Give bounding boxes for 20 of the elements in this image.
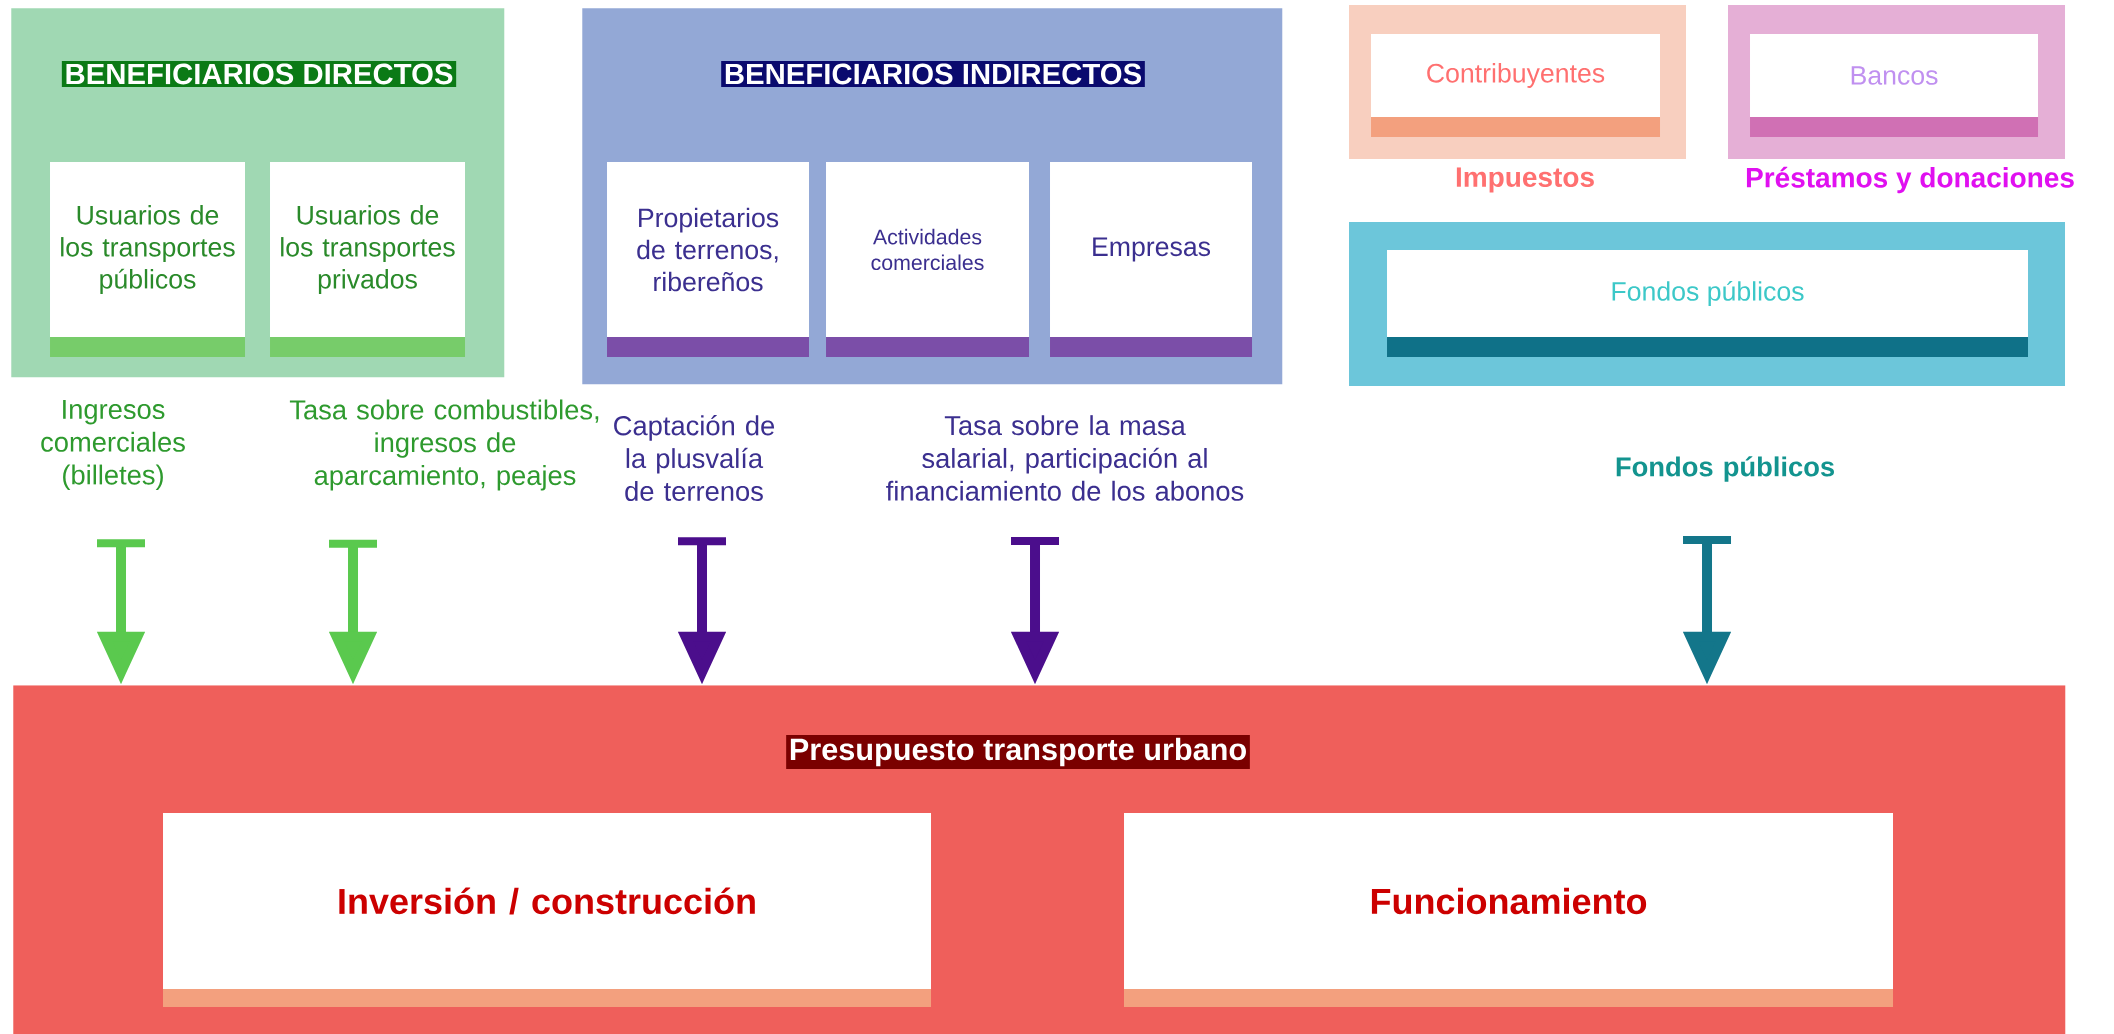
card: Usuarios de los transportes públicos [50, 162, 245, 357]
framed-box: Fondos públicos [1349, 222, 2065, 386]
card: Usuarios de los transportes privados [270, 162, 465, 357]
panel-title: BENEFICIARIOS DIRECTOS [61, 60, 457, 88]
caption-text: Préstamos y donaciones [1746, 166, 2074, 194]
framed-box: Bancos [1728, 5, 2065, 159]
card: Propietarios de terrenos, ribereños [607, 162, 809, 357]
panel-title: BENEFICIARIOS INDIRECTOS [721, 60, 1145, 88]
flow-label: Captación de la plusvalía de terrenos [614, 415, 775, 501]
flow-label: Tasa sobre combustibles, ingresos de aparcamiento, peajes [289, 399, 599, 491]
flow-label: Fondos públicos [1616, 456, 1834, 482]
card: Inversión / construcción [163, 813, 931, 1007]
framed-box: Contribuyentes [1349, 5, 1686, 159]
card: Funcionamiento [1124, 813, 1893, 1007]
card: Empresas [1050, 162, 1252, 357]
card: Actividades comerciales [826, 162, 1029, 357]
caption-text: Impuestos [1456, 167, 1594, 193]
panel-title: Presupuesto transporte urbano [786, 735, 1250, 769]
flow-label: Ingresos comerciales (billetes) [41, 399, 185, 491]
flow-label: Tasa sobre la masa salarial, participación al financiamiento de los abonos [886, 415, 1244, 501]
